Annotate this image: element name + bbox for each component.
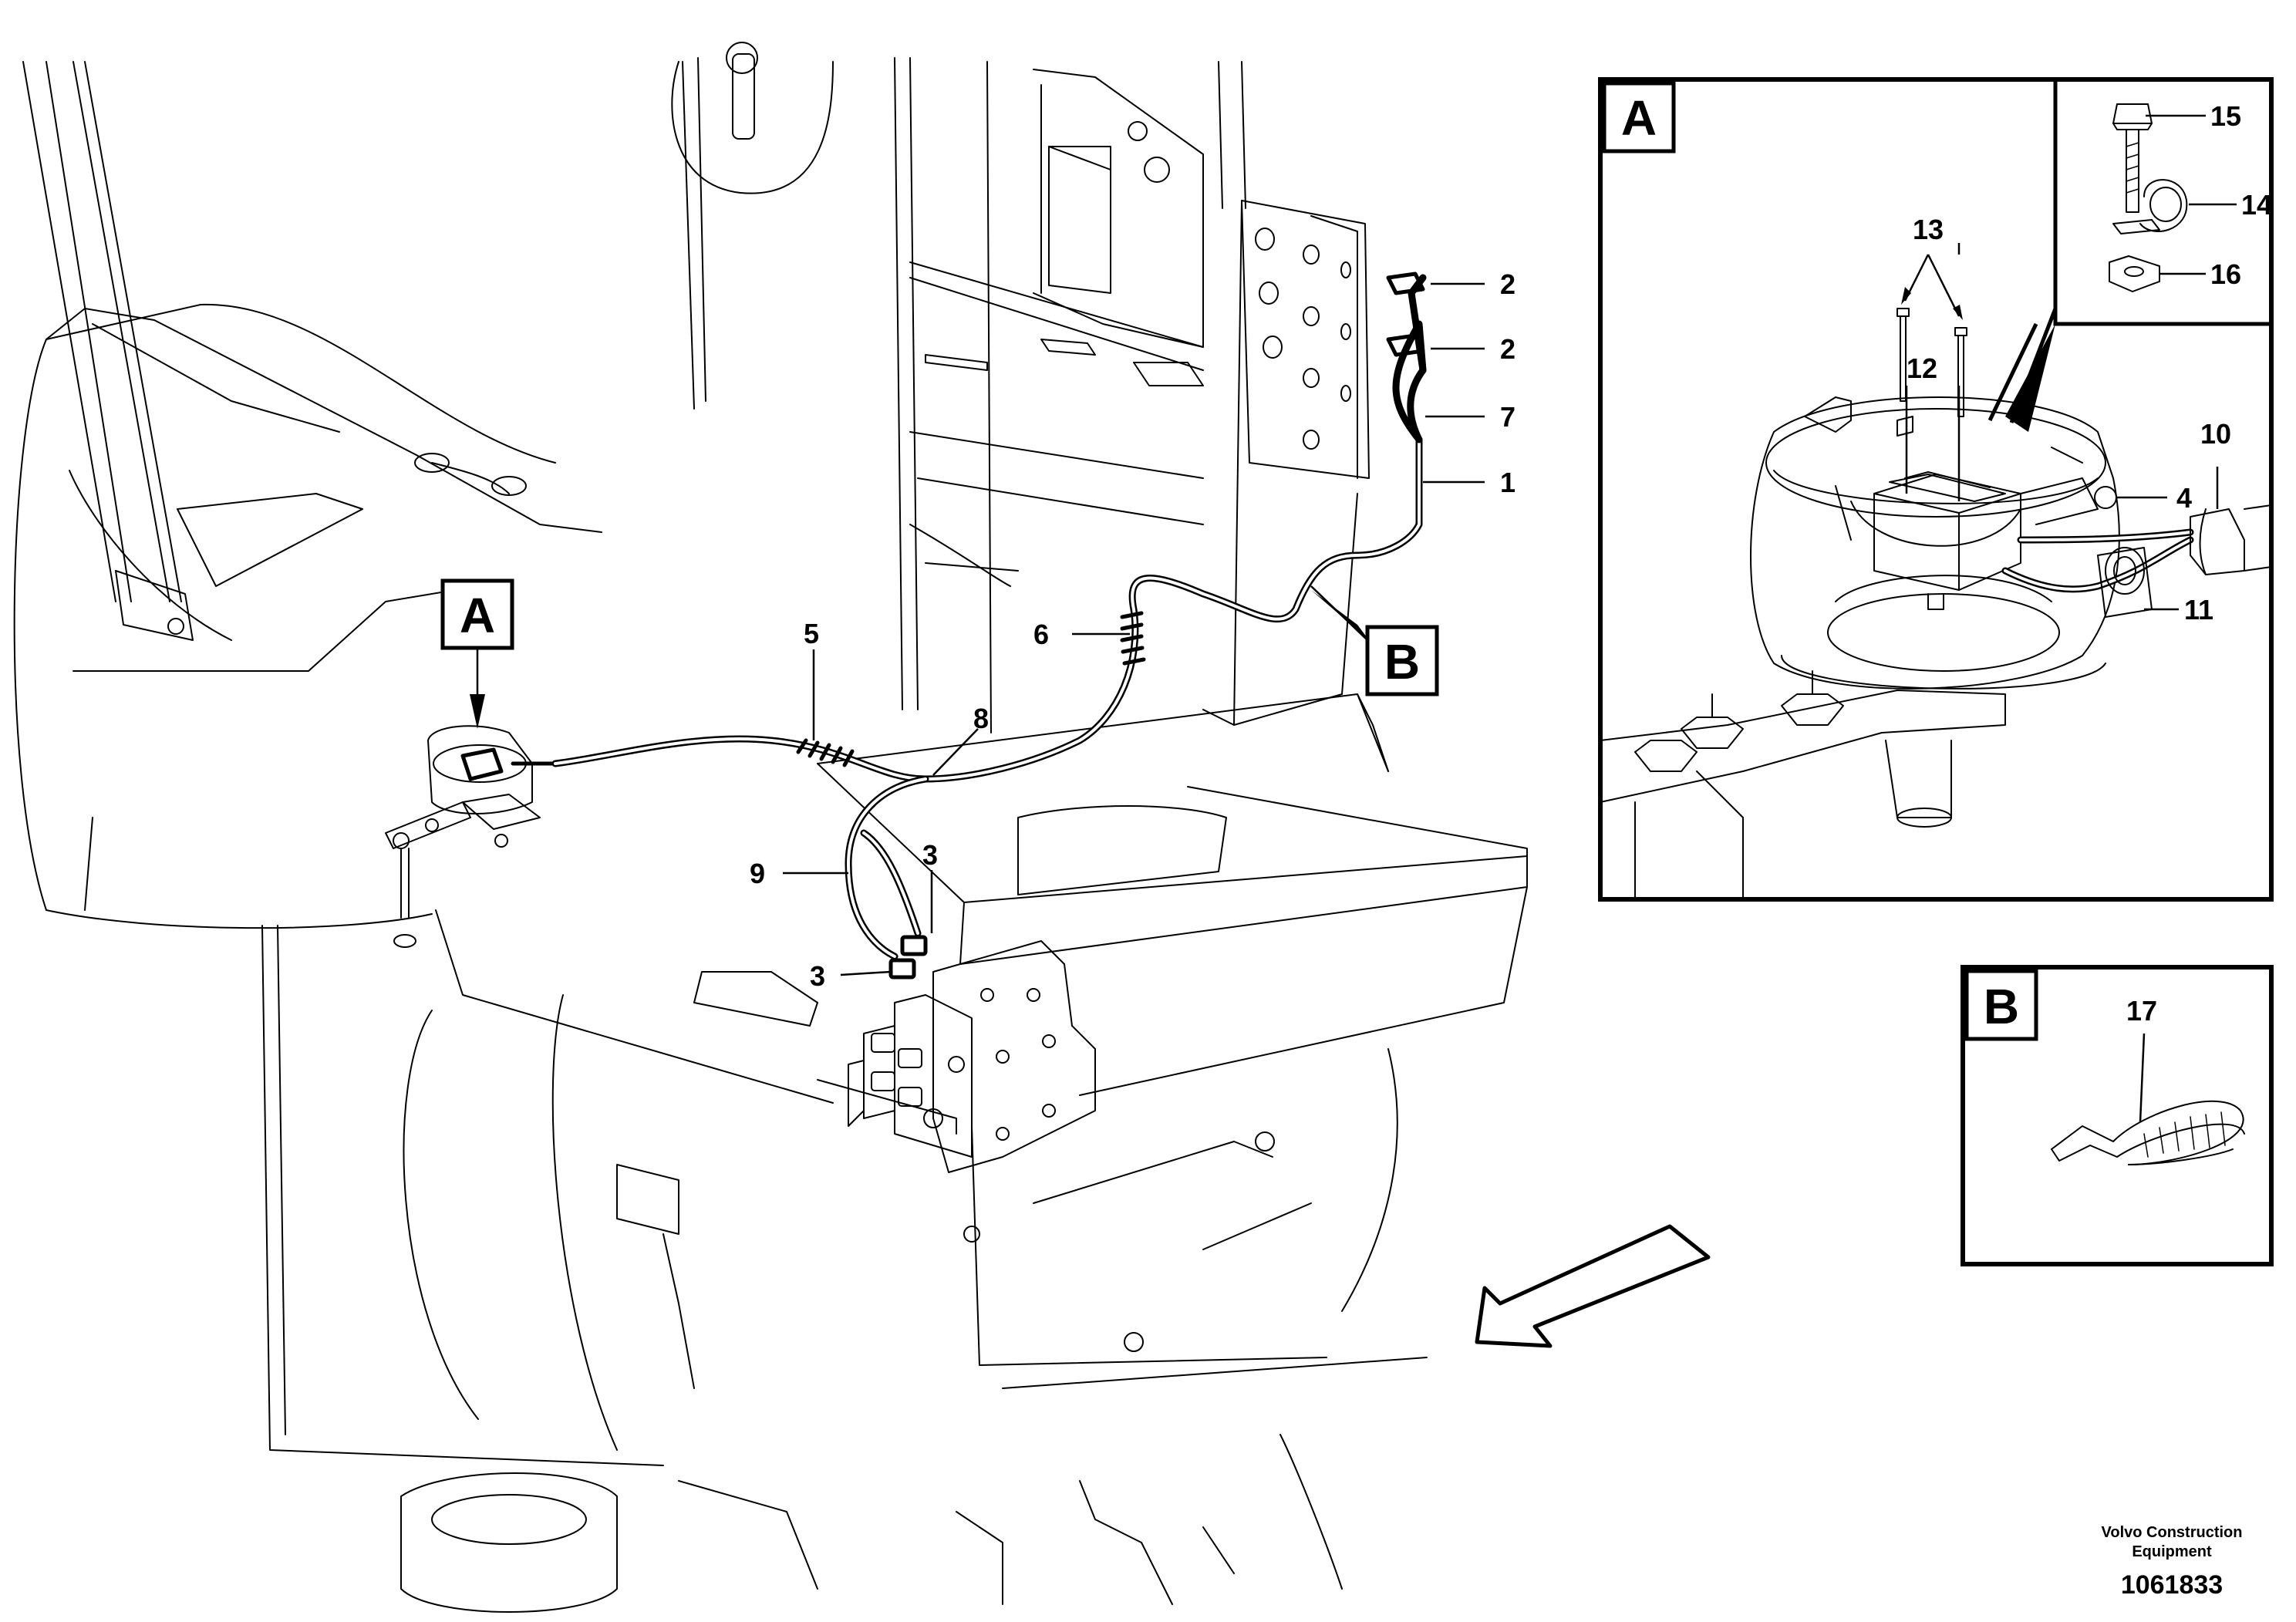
svg-text:B: B (1384, 634, 1420, 690)
brand-line-1: Volvo Construction (2102, 1524, 2243, 1541)
svg-text:B: B (1984, 979, 2019, 1034)
valve-block-drawing (848, 940, 1096, 1173)
callout-10: 10 (2200, 418, 2231, 450)
callout-3a: 3 (922, 839, 938, 871)
callout-8: 8 (973, 703, 989, 734)
callout-12: 12 (1907, 352, 1937, 384)
footer: Volvo Construction Equipment 1061833 (2102, 1524, 2243, 1600)
callout-1: 1 (1500, 467, 1515, 498)
sensor-assembly-a (385, 725, 558, 948)
detail-b-inset: B 17 (1961, 965, 2274, 1266)
cable-harness (551, 271, 1427, 980)
callout-5: 5 (804, 618, 819, 649)
callout-14: 14 (2241, 189, 2272, 221)
callout-3b: 3 (810, 960, 825, 992)
brand-line-2: Equipment (2132, 1543, 2212, 1560)
callout-7: 7 (1500, 401, 1515, 433)
callout-17: 17 (2126, 995, 2157, 1027)
detail-tag-b-main: B (1310, 585, 1439, 696)
detail-a-inset: A 15 14 16 13 (1598, 77, 2274, 902)
machine-frame-drawing (13, 42, 1528, 1613)
callout-13: 13 (1913, 214, 1944, 245)
callout-4: 4 (2176, 482, 2192, 514)
svg-text:A: A (1621, 90, 1657, 146)
arrow-down-left-icon (1475, 1224, 1711, 1348)
callout-9: 9 (750, 858, 765, 889)
svg-text:A: A (460, 588, 495, 643)
callout-15: 15 (2210, 100, 2241, 132)
callout-2b: 2 (1500, 333, 1515, 365)
callout-11: 11 (2184, 594, 2213, 626)
callout-2a: 2 (1500, 268, 1515, 300)
callout-16: 16 (2210, 258, 2241, 290)
callout-6: 6 (1033, 619, 1049, 650)
main-callouts: 2 2 7 1 6 5 8 9 3 3 (750, 268, 1515, 992)
document-number: 1061833 (2121, 1570, 2223, 1600)
detail-tag-a-main: A (440, 578, 514, 729)
